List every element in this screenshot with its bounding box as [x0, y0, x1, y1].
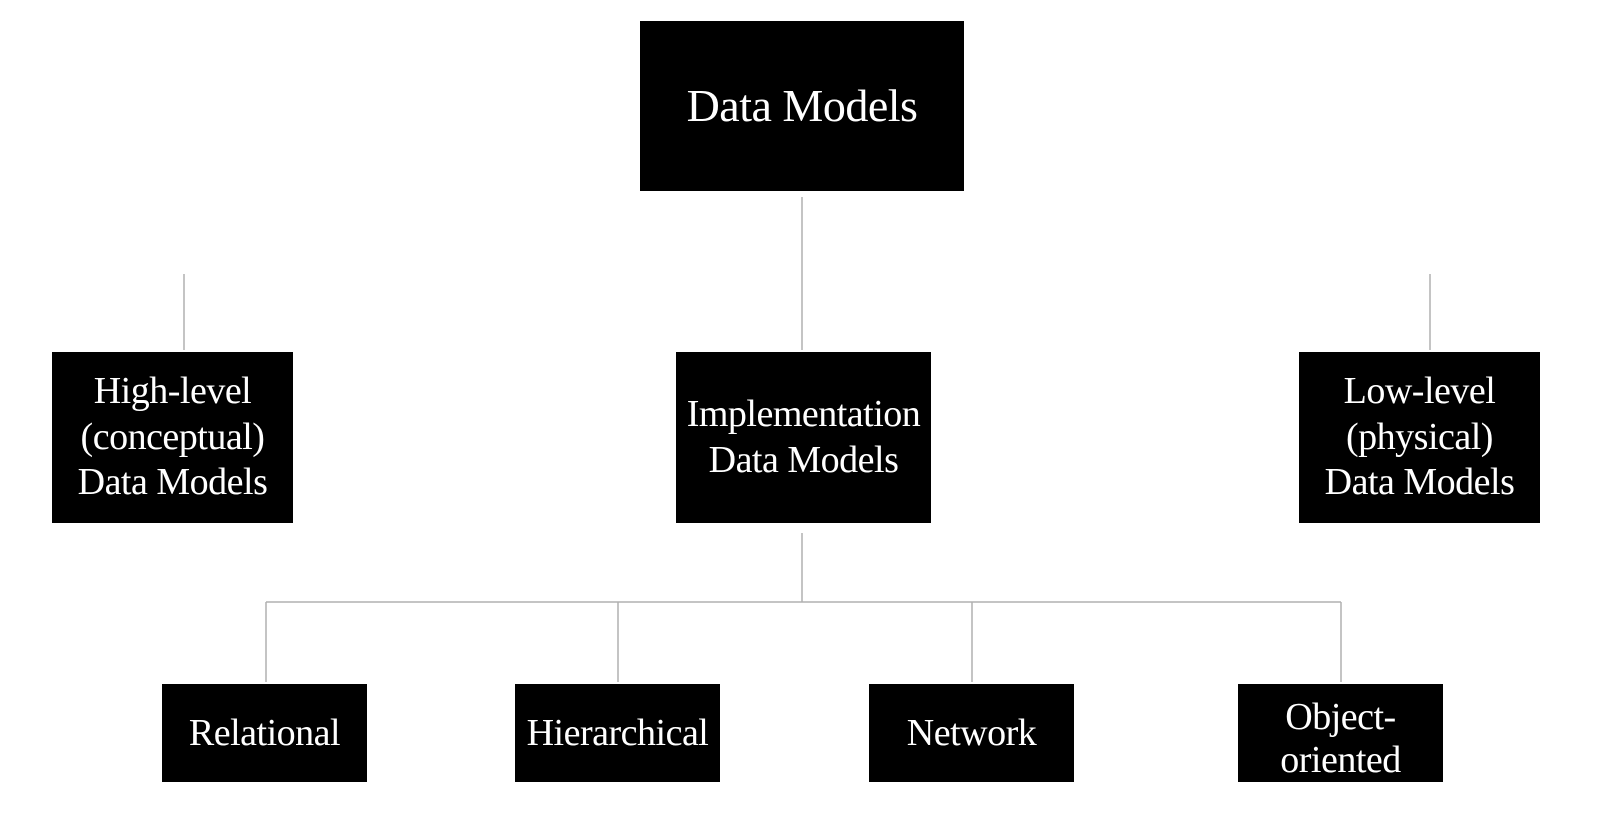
node-implementation-data-models-label: Implementation Data Models [686, 392, 921, 481]
node-implementation-data-models: Implementation Data Models [676, 352, 931, 523]
node-network-label: Network [906, 712, 1037, 754]
node-data-models-label: Data Models [686, 79, 918, 131]
node-network: Network [869, 684, 1074, 782]
node-high-level-conceptual: High-level (conceptual) Data Models [52, 352, 293, 523]
node-hierarchical: Hierarchical [515, 684, 720, 782]
node-low-level-physical-label: Low-level (physical) Data Models [1324, 370, 1515, 504]
node-low-level-physical: Low-level (physical) Data Models [1299, 352, 1540, 523]
node-object-oriented: Object- oriented [1238, 684, 1443, 782]
node-relational: Relational [162, 684, 367, 782]
node-object-oriented-label: Object- oriented [1280, 696, 1401, 781]
node-relational-label: Relational [188, 712, 341, 754]
node-data-models: Data Models [640, 21, 964, 191]
node-hierarchical-label: Hierarchical [526, 712, 709, 754]
node-high-level-conceptual-label: High-level (conceptual) Data Models [77, 370, 268, 504]
